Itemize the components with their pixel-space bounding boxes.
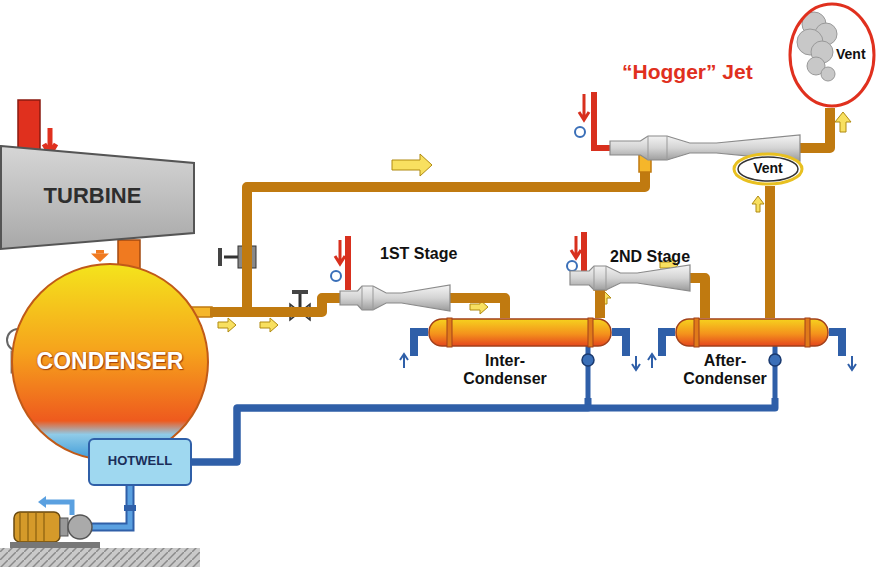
node-label: “Hogger” Jet: [622, 60, 792, 84]
vessel-shell: [425, 318, 615, 348]
pipe-stroke: [450, 298, 505, 318]
flow-arrows: [218, 112, 851, 332]
pipe-stroke: [450, 298, 505, 318]
pipe-stroke: [210, 172, 645, 312]
after-condenser: After- Condenser: [672, 318, 832, 398]
node-label: TURBINE: [0, 183, 185, 208]
node-label: 2ND Stage: [610, 248, 696, 266]
pipe-connector: [770, 186, 771, 318]
pipe-connector: [450, 298, 505, 318]
condenser-shell: CONDENSER: [10, 262, 210, 462]
pipe-stroke: [210, 172, 645, 312]
second-stage-ejector: 2ND Stage: [570, 248, 690, 290]
arrow-head: [91, 254, 109, 262]
pipe-stroke: [96, 250, 104, 254]
atmospheric-vent: Vent: [788, 2, 876, 108]
pipe-stroke: [800, 108, 830, 148]
drain-legs: [582, 344, 781, 400]
node-label: 1ST Stage: [380, 245, 460, 263]
steam-inlet: [18, 100, 56, 154]
inter-condenser: Inter- Condenser: [425, 318, 615, 398]
node-label: Vent: [732, 160, 804, 176]
pipe-connector: [800, 108, 830, 148]
pump-set: [0, 486, 200, 567]
pipe-stroke: [690, 278, 705, 318]
pipe-stroke: [597, 290, 603, 318]
pipe-stroke: [690, 278, 705, 318]
turbine-casing: TURBINE: [0, 145, 195, 250]
hotwell-box: HOTWELL: [88, 438, 192, 486]
node-label: After- Condenser: [678, 352, 772, 389]
node-label: Vent: [836, 46, 872, 62]
vent-outlet: Vent: [732, 152, 804, 186]
pipe-stroke: [595, 290, 605, 318]
pipe-connector: [600, 290, 601, 318]
node-label: Inter- Condenser: [455, 352, 555, 389]
first-stage-ejector: 1ST Stage: [340, 245, 450, 312]
pipe-stroke: [767, 186, 773, 318]
pipe-connector: [91, 250, 109, 262]
drain-line: [192, 398, 775, 462]
pipe-connector: [690, 278, 705, 318]
vessel-shell: [672, 318, 832, 348]
node-label: CONDENSER: [10, 348, 210, 374]
pipe-stroke: [192, 398, 775, 462]
cooling-water-arrows: [400, 354, 856, 370]
pipe-stroke: [765, 186, 775, 318]
node-label: HOTWELL: [88, 454, 192, 469]
pipe-stroke: [192, 398, 775, 462]
pipe-stroke: [800, 108, 830, 148]
pipe-connector: [210, 172, 645, 312]
